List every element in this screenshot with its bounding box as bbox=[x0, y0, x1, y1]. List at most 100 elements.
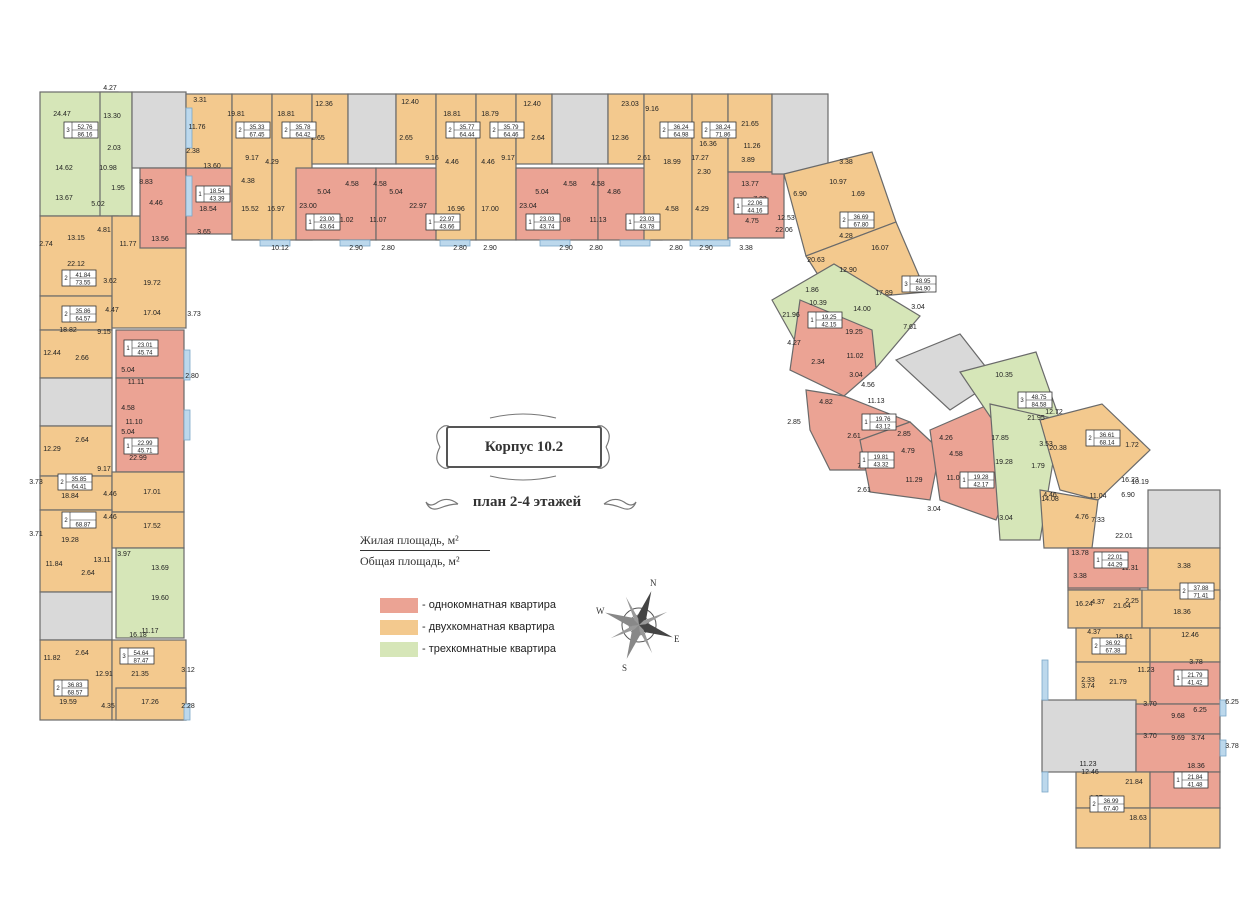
room-area-label: 18.81 bbox=[443, 111, 461, 118]
room-area-label: 2.80 bbox=[589, 245, 603, 252]
apartment-living-area: 48.95 bbox=[915, 279, 931, 285]
balcony bbox=[339, 239, 371, 247]
balcony bbox=[185, 107, 193, 149]
room-area-label: 18.36 bbox=[1173, 609, 1191, 616]
room-area-label: 24.47 bbox=[53, 111, 71, 118]
apartment-total-area: 43.12 bbox=[875, 425, 891, 431]
room-area-label: 12.46 bbox=[1181, 632, 1199, 639]
room-area-label: 14.62 bbox=[55, 165, 73, 172]
room-area-label: 2.64 bbox=[75, 650, 89, 657]
room-area-label: 12.36 bbox=[611, 135, 629, 142]
room-area-label: 2.30 bbox=[697, 169, 711, 176]
room-area-label: 21.96 bbox=[782, 312, 800, 319]
apartment-rooms-count: 2 bbox=[1088, 436, 1092, 442]
apartment-living-area: 36.69 bbox=[853, 215, 869, 221]
room-area-label: 2.34 bbox=[811, 359, 825, 366]
two-room-zone bbox=[395, 93, 437, 165]
room-area-label: 15.52 bbox=[241, 206, 259, 213]
right-flourish-icon bbox=[603, 498, 637, 510]
room-area-label: 19.60 bbox=[151, 595, 169, 602]
room-area-label: 6.90 bbox=[1121, 492, 1135, 499]
apartment-rooms-count: 1 bbox=[1096, 558, 1100, 564]
room-area-label: 12.44 bbox=[43, 350, 61, 357]
room-area-label: 4.38 bbox=[241, 178, 255, 185]
legend-one-room: - однокомнатная квартира bbox=[380, 594, 556, 616]
apartment-living-area: 21.84 bbox=[1187, 775, 1203, 781]
room-area-label: 19.25 bbox=[845, 329, 863, 336]
apartment-type-legend: - однокомнатная квартира - двухкомнатная… bbox=[380, 594, 556, 660]
room-area-label: 4.46 bbox=[103, 491, 117, 498]
total-area-label: Общая площадь, м² bbox=[360, 554, 460, 568]
room-area-label: 23.00 bbox=[299, 203, 317, 210]
room-area-label: 11.11 bbox=[128, 379, 145, 386]
apartment-total-area: 44.16 bbox=[747, 209, 763, 215]
room-area-label: 12.90 bbox=[839, 267, 857, 274]
room-area-label: 11.77 bbox=[120, 241, 137, 248]
room-area-label: 2.80 bbox=[381, 245, 395, 252]
two-room-zone bbox=[475, 93, 517, 241]
room-area-label: 4.46 bbox=[149, 200, 163, 207]
room-area-label: 21.65 bbox=[741, 121, 759, 128]
apartment-total-area: 68.14 bbox=[1099, 441, 1115, 447]
room-area-label: 18.54 bbox=[199, 206, 217, 213]
room-area-label: 9.17 bbox=[97, 466, 111, 473]
apartment-rooms-count: 3 bbox=[66, 128, 70, 134]
apartment-rooms-count: 1 bbox=[862, 458, 866, 464]
balcony bbox=[183, 703, 191, 721]
three-room-zone bbox=[115, 547, 185, 639]
apartment-total-area: 68.57 bbox=[67, 691, 83, 697]
room-area-label: 9.16 bbox=[425, 155, 439, 162]
room-area-label: 20.63 bbox=[807, 257, 825, 264]
compass-e-label: E bbox=[674, 634, 680, 644]
floor-subtitle: план 2-4 этажей bbox=[472, 494, 582, 510]
room-area-label: 16.23 bbox=[1121, 477, 1139, 484]
room-area-label: 3.38 bbox=[839, 159, 853, 166]
room-area-label: 8.83 bbox=[139, 179, 153, 186]
room-area-label: 3.38 bbox=[1177, 563, 1191, 570]
apartment-living-area: 35.85 bbox=[71, 477, 87, 483]
balcony bbox=[183, 409, 191, 441]
room-area-label: 4.46 bbox=[481, 159, 495, 166]
apartment-rooms-count: 1 bbox=[528, 220, 532, 226]
room-area-label: 12.40 bbox=[401, 99, 419, 106]
apartment-rooms-count: 2 bbox=[704, 128, 708, 134]
room-area-label: 11.08 bbox=[554, 217, 571, 224]
apartment-living-area: 23.03 bbox=[539, 217, 555, 223]
room-area-label: 12.46 bbox=[1081, 769, 1099, 776]
room-area-label: 3.74 bbox=[1081, 683, 1095, 690]
balcony bbox=[1219, 739, 1227, 757]
apartment-living-area: 22.06 bbox=[747, 201, 763, 207]
apartment-total-area: 64.44 bbox=[459, 133, 475, 139]
room-area-label: 11.23 bbox=[1080, 761, 1097, 768]
apartment-total-area: 68.87 bbox=[75, 523, 91, 529]
apartment-total-area: 45.74 bbox=[137, 351, 153, 357]
two-room-zone bbox=[1149, 807, 1221, 849]
two-room-zone bbox=[1149, 627, 1221, 663]
room-area-label: 3.70 bbox=[1143, 733, 1157, 740]
room-area-label: 16.36 bbox=[699, 141, 717, 148]
building-title: Корпус 10.2 bbox=[446, 426, 602, 468]
room-area-label: 11.31 bbox=[1122, 565, 1139, 572]
apartment-living-area: 35.77 bbox=[459, 125, 475, 131]
room-area-label: 4.29 bbox=[695, 206, 709, 213]
apartment-living-area: 22.99 bbox=[137, 441, 153, 447]
title-ornament-frame bbox=[436, 413, 610, 481]
room-area-label: 18.82 bbox=[59, 327, 77, 334]
room-area-label: 13.69 bbox=[151, 565, 169, 572]
room-area-label: 3.70 bbox=[1143, 701, 1157, 708]
room-area-label: 4.37 bbox=[1087, 629, 1101, 636]
left-flourish-icon bbox=[425, 498, 459, 510]
room-area-label: 9.17 bbox=[501, 155, 515, 162]
